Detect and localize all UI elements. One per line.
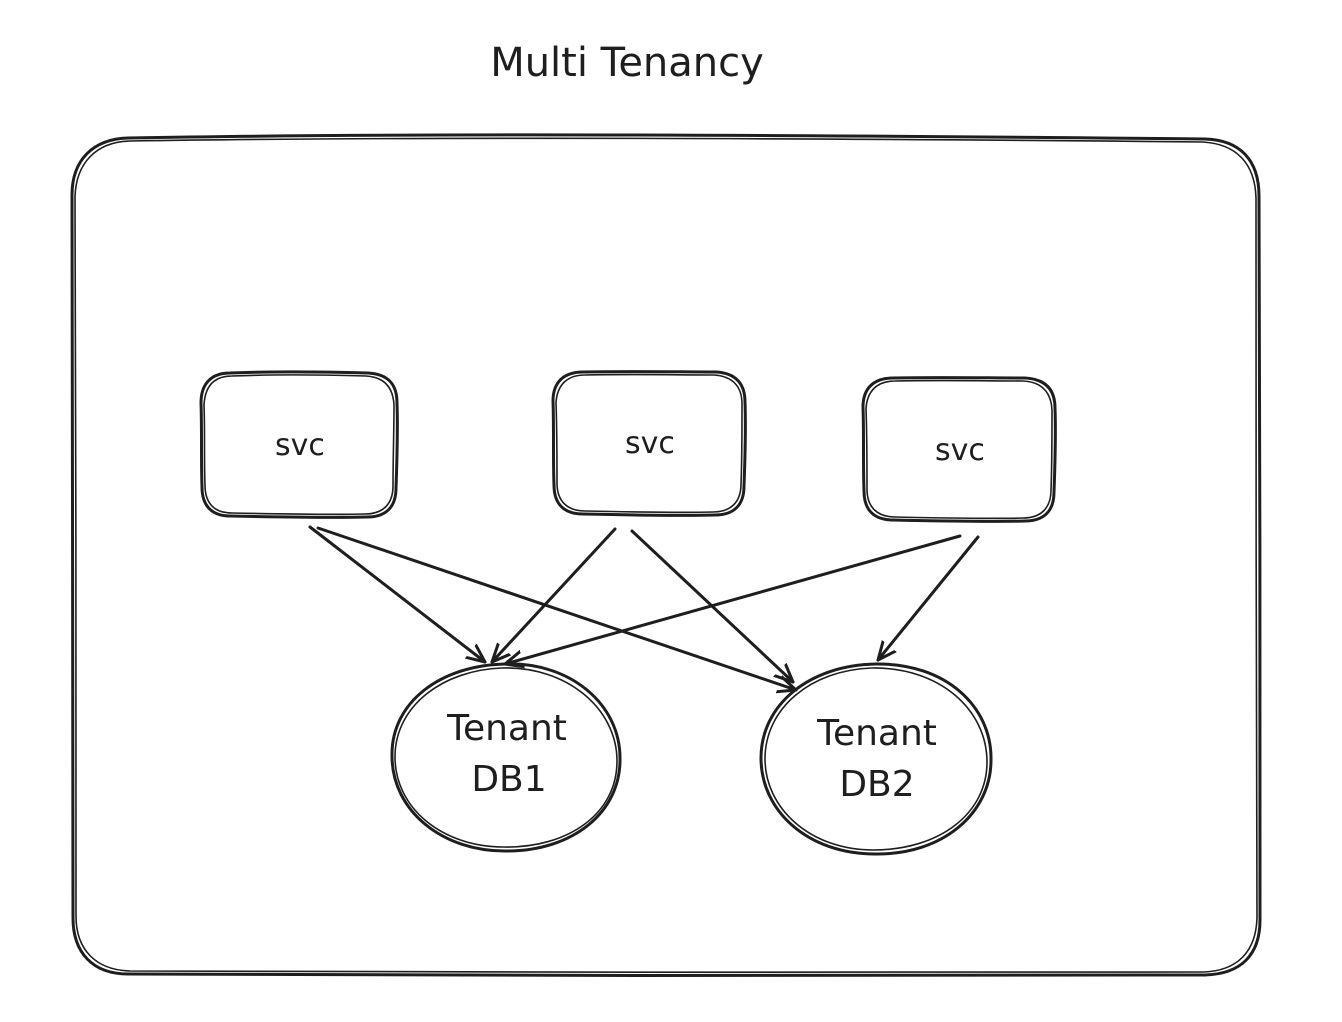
service-box: svc	[551, 370, 747, 517]
service-label: svc	[275, 428, 325, 463]
service-label: svc	[625, 426, 675, 461]
arrow-svc1-to-db2	[316, 526, 798, 690]
service-label: svc	[935, 433, 985, 468]
database-label-line1: Tenant	[816, 713, 937, 754]
service-box: svc	[199, 370, 399, 519]
database-label-line2: DB1	[471, 759, 546, 800]
container-box	[70, 133, 1262, 978]
arrow-svc1-to-db1	[308, 525, 487, 664]
database-node: Tenant DB2	[759, 662, 993, 856]
arrow-svc3-to-db2	[876, 535, 980, 662]
service-box: svc	[861, 376, 1057, 523]
diagram-title: Multi Tenancy	[490, 40, 764, 86]
database-label-line2: DB2	[839, 764, 914, 805]
arrow-svc2-to-db1	[490, 527, 617, 664]
arrow-svc3-to-db1	[503, 534, 962, 664]
database-node: Tenant DB1	[390, 662, 622, 853]
database-label-line1: Tenant	[446, 708, 567, 749]
